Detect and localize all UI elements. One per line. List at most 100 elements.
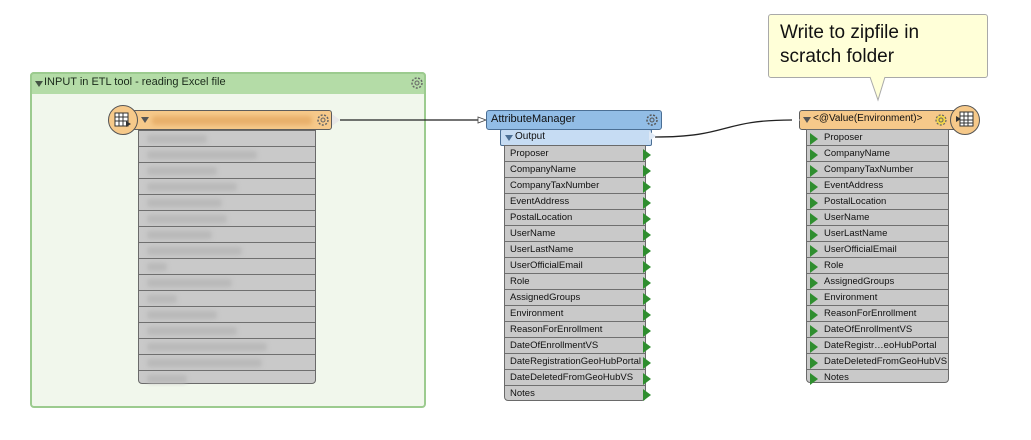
reader-name-redacted xyxy=(152,116,312,125)
writer-attribute-port-arrow[interactable] xyxy=(810,213,818,225)
attribute-row[interactable]: AssignedGroups xyxy=(505,290,645,306)
attribute-port-arrow[interactable] xyxy=(643,181,651,193)
writer-attribute-port-arrow[interactable] xyxy=(810,341,818,353)
attribute-row[interactable]: DateDeletedFromGeoHubVS xyxy=(505,370,645,386)
reader-gear-icon[interactable] xyxy=(316,113,330,127)
attribute-port-arrow[interactable] xyxy=(643,325,651,337)
writer-attribute-row[interactable]: Role xyxy=(807,258,948,274)
attribute-row[interactable]: UserLastName xyxy=(505,242,645,258)
writer-attribute-row[interactable]: ReasonForEnrollment xyxy=(807,306,948,322)
reader-attribute-row xyxy=(139,275,315,291)
attribute-row[interactable]: DateRegistrationGeoHubPortal xyxy=(505,354,645,370)
reader-attribute-row xyxy=(139,323,315,339)
output-collapse-icon[interactable] xyxy=(505,135,513,141)
writer-attribute-port-arrow[interactable] xyxy=(810,245,818,257)
output-port-arrow[interactable] xyxy=(649,131,656,141)
attribute-row[interactable]: ReasonForEnrollment xyxy=(505,322,645,338)
attributemanager-title: AttributeManager xyxy=(491,113,576,125)
attribute-row[interactable]: PostalLocation xyxy=(505,210,645,226)
writer-attribute-row[interactable]: Environment xyxy=(807,290,948,306)
attribute-row[interactable]: DateOfEnrollmentVS xyxy=(505,338,645,354)
attribute-row[interactable]: UserOfficialEmail xyxy=(505,258,645,274)
writer-attribute-row[interactable]: DateOfEnrollmentVS xyxy=(807,322,948,338)
writer-input-port[interactable] xyxy=(792,114,800,126)
writer-attribute-row[interactable]: Notes xyxy=(824,372,849,383)
writer-collapse-icon[interactable] xyxy=(803,117,811,123)
writer-attribute-port-arrow[interactable] xyxy=(810,165,818,177)
writer-gear-icon[interactable] xyxy=(934,113,948,127)
writer-attribute-port-arrow[interactable] xyxy=(810,229,818,241)
attribute-port-arrow[interactable] xyxy=(643,309,651,321)
annotation-pointer xyxy=(869,76,886,102)
writer-attribute-row[interactable]: UserOfficialEmail xyxy=(807,242,948,258)
writer-attribute-row[interactable]: CompanyName xyxy=(807,146,948,162)
bookmark-header[interactable] xyxy=(30,72,426,94)
reader-collapse-icon[interactable] xyxy=(141,117,149,123)
writer-attribute-row[interactable]: CompanyTaxNumber xyxy=(807,162,948,178)
attribute-port-arrow[interactable] xyxy=(643,341,651,353)
writer-attribute-port-arrow[interactable] xyxy=(810,325,818,337)
attribute-row[interactable]: Notes xyxy=(510,388,535,399)
collapse-triangle-icon[interactable] xyxy=(35,81,43,87)
writer-attribute-port-arrow[interactable] xyxy=(810,149,818,161)
reader-attribute-row xyxy=(139,339,315,355)
reader-attribute-row xyxy=(139,147,315,163)
writer-attribute-row[interactable]: PostalLocation xyxy=(807,194,948,210)
attribute-row[interactable]: UserName xyxy=(505,226,645,242)
reader-attribute-row xyxy=(139,307,315,323)
writer-attribute-row[interactable]: Proposer xyxy=(807,130,948,146)
writer-attribute-port-arrow[interactable] xyxy=(810,293,818,305)
reader-attribute-row xyxy=(139,371,315,387)
writer-attribute-row[interactable]: EventAddress xyxy=(807,178,948,194)
attribute-port-arrow[interactable] xyxy=(643,165,651,177)
writer-attribute-row[interactable]: DateRegistr…eoHubPortal xyxy=(807,338,948,354)
attribute-port-arrow[interactable] xyxy=(643,213,651,225)
attribute-port-arrow[interactable] xyxy=(643,277,651,289)
attribute-port-arrow[interactable] xyxy=(643,293,651,305)
writer-title: <@Value(Environment)> xyxy=(813,113,923,124)
writer-attribute-row[interactable]: UserLastName xyxy=(807,226,948,242)
bookmark-title: INPUT in ETL tool - reading Excel file xyxy=(44,76,226,88)
attribute-row[interactable]: Proposer xyxy=(505,146,645,162)
attribute-row[interactable]: Role xyxy=(505,274,645,290)
writer-attribute-port-arrow[interactable] xyxy=(810,357,818,369)
writer-attribute-row[interactable]: DateDeletedFromGeoHubVS xyxy=(807,354,948,370)
writer-attribute-port-arrow[interactable] xyxy=(810,309,818,321)
reader-attribute-row xyxy=(139,243,315,259)
annotation-note[interactable]: Write to zipfile in scratch folder xyxy=(768,14,988,78)
attribute-port-arrow[interactable] xyxy=(643,149,651,161)
attributemanager-gear-icon[interactable] xyxy=(645,113,659,127)
writer-attribute-row[interactable]: UserName xyxy=(807,210,948,226)
reader-output-port[interactable] xyxy=(332,114,340,126)
reader-attribute-row xyxy=(139,259,315,275)
bookmark-gear-icon[interactable] xyxy=(410,76,424,90)
reader-attribute-row xyxy=(139,211,315,227)
reader-attribute-row xyxy=(139,131,315,147)
attribute-row[interactable]: EventAddress xyxy=(505,194,645,210)
writer-attribute-port-arrow[interactable] xyxy=(810,181,818,193)
attribute-port-arrow[interactable] xyxy=(643,357,651,369)
attribute-port-arrow[interactable] xyxy=(643,261,651,273)
attribute-row[interactable]: CompanyTaxNumber xyxy=(505,178,645,194)
table-reader-icon[interactable] xyxy=(114,112,132,128)
attributemanager-to-writer-connection xyxy=(654,119,793,138)
writer-attribute-port-arrow[interactable] xyxy=(810,197,818,209)
reader-attribute-row xyxy=(139,355,315,371)
writer-attribute-port-arrow[interactable] xyxy=(810,373,818,385)
reader-attribute-row xyxy=(139,227,315,243)
reader-attribute-row xyxy=(139,195,315,211)
writer-attribute-port-arrow[interactable] xyxy=(810,261,818,273)
attribute-port-arrow[interactable] xyxy=(643,197,651,209)
attribute-port-arrow[interactable] xyxy=(643,245,651,257)
writer-attribute-port-arrow[interactable] xyxy=(810,133,818,145)
writer-attribute-row[interactable]: AssignedGroups xyxy=(807,274,948,290)
attribute-port-arrow[interactable] xyxy=(643,229,651,241)
reader-attribute-list xyxy=(138,130,316,384)
attribute-port-arrow[interactable] xyxy=(643,389,651,401)
writer-attribute-port-arrow[interactable] xyxy=(810,277,818,289)
attribute-row[interactable]: Environment xyxy=(505,306,645,322)
attribute-row[interactable]: CompanyName xyxy=(505,162,645,178)
table-writer-icon[interactable] xyxy=(955,111,975,128)
attribute-port-arrow[interactable] xyxy=(643,373,651,385)
